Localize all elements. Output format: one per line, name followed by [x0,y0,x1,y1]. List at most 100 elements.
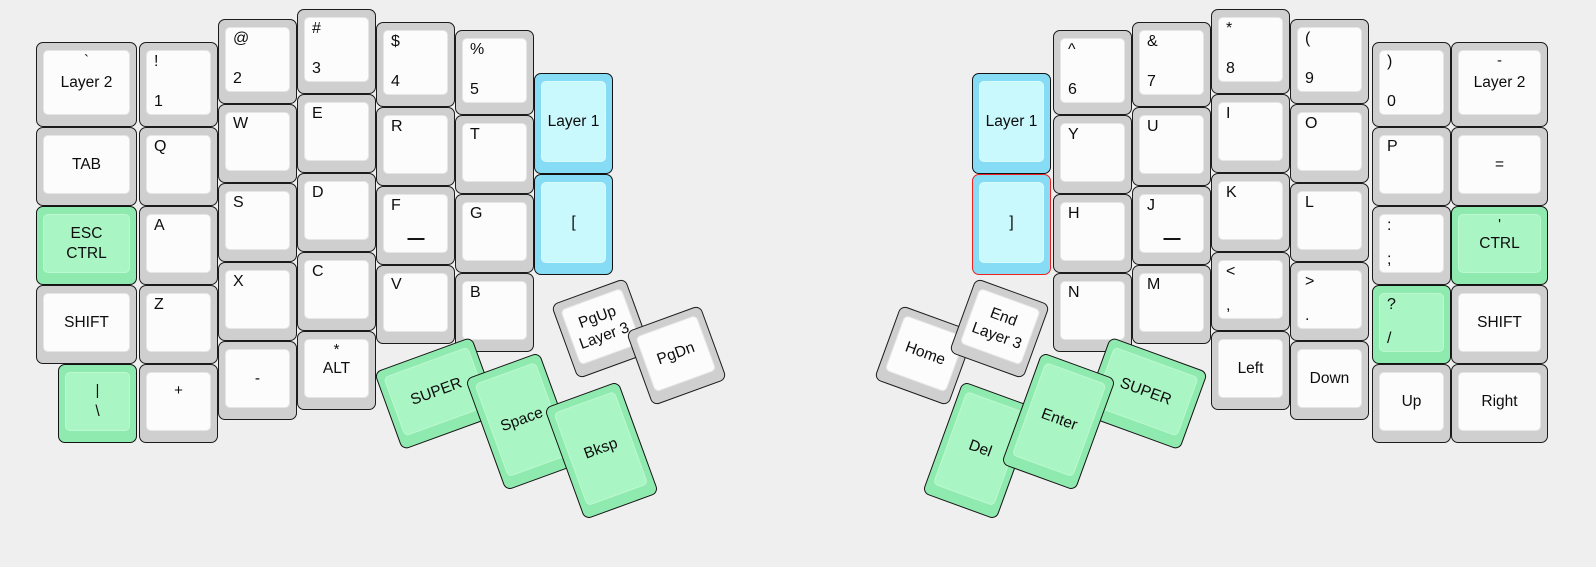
keycap-surface: Down [1297,349,1362,408]
key-r-r3-c4[interactable]: >. [1290,262,1369,341]
key-legend: Down [1309,369,1350,387]
key-legend: [ [571,213,576,231]
key-base-legend: . [1305,307,1310,324]
key-r-r4-c3[interactable]: Left [1211,331,1290,410]
key-r-r1-c1[interactable]: Y [1053,115,1132,194]
key-l-r2-c2[interactable]: S [218,183,297,262]
key-base-legend: 8 [1226,60,1235,77]
key-r-r0-c2[interactable]: &7 [1132,22,1211,107]
keycap-surface: W [225,112,290,171]
keycap-surface: I [1218,102,1283,161]
key-legend: Left [1237,359,1264,377]
key-legend: = [1494,155,1505,173]
key-r-r3-c3[interactable]: <, [1211,252,1290,331]
key-l-r2-c1[interactable]: A [139,206,218,285]
key-r-r4-c5[interactable]: Up [1372,364,1451,443]
keycap-surface: <, [1218,260,1283,319]
key-r-r0-c4[interactable]: (9 [1290,19,1369,104]
key-r-r4-c4[interactable]: Down [1290,341,1369,420]
key-r-r0-c0[interactable]: Layer 1 [972,73,1051,174]
key-shift-legend: % [470,41,485,58]
key-l-r3-c4[interactable]: V [376,265,455,344]
key-r-r0-c1[interactable]: ^6 [1053,30,1132,115]
key-r-r3-c2[interactable]: M [1132,265,1211,344]
key-l-r4-c2[interactable]: - [218,341,297,420]
key-r-r2-c4[interactable]: L [1290,183,1369,262]
keycap-surface: #3 [304,17,369,82]
key-l-r3-c0[interactable]: SHIFT [36,285,137,364]
key-r-r3-c1[interactable]: N [1053,273,1132,352]
key-r-r0-c5[interactable]: )0 [1372,42,1451,127]
key-base-legend: 1 [154,93,163,110]
keycap-surface: :; [1379,214,1444,273]
key-r-r1-c6[interactable]: = [1451,127,1548,206]
key-l-r4-c3[interactable]: *ALT [297,331,376,410]
key-l-r0-c5[interactable]: %5 [455,30,534,115]
key-legend: Del [966,436,995,461]
key-r-r2-c1[interactable]: H [1053,194,1132,273]
key-base-legend: 7 [1147,73,1156,90]
homing-bar-icon [1163,238,1180,240]
key-r-r1-c3[interactable]: I [1211,94,1290,173]
key-l-r1-c0[interactable]: TAB [36,127,137,206]
keycap-surface: Y [1060,123,1125,182]
key-legend: Up [1401,392,1422,410]
key-r-r2-c2[interactable]: J [1132,186,1211,265]
key-l-r2-c5[interactable]: G [455,194,534,273]
key-l-r0-c6[interactable]: Layer 1 [534,73,613,174]
key-l-r4-c1[interactable]: + [139,364,218,443]
keycap-surface: A [146,214,211,273]
key-l-r3-c5[interactable]: B [455,273,534,352]
key-l-r2-c3[interactable]: D [297,173,376,252]
key-r-r0-c3[interactable]: *8 [1211,9,1290,94]
key-l-r0-c4[interactable]: $4 [376,22,455,107]
key-l-r1-c5[interactable]: T [455,115,534,194]
key-l-r1-c2[interactable]: W [218,104,297,183]
key-r-r2-c5[interactable]: :; [1372,206,1451,285]
key-base-legend: T [470,126,480,143]
key-l-r3-c3[interactable]: C [297,252,376,331]
key-l-r3-c2[interactable]: X [218,262,297,341]
key-r-r1-c5[interactable]: P [1372,127,1451,206]
key-r-r4-c6[interactable]: Right [1451,364,1548,443]
key-legend-line: ESC [70,225,103,243]
key-l-r0-c1[interactable]: !1 [139,42,218,127]
key-r-r0-c6[interactable]: -Layer 2 [1451,42,1548,127]
key-l-r3-c1[interactable]: Z [139,285,218,364]
key-base-legend: G [470,205,483,222]
key-r-r1-c2[interactable]: U [1132,107,1211,186]
key-shift-legend: ! [154,53,159,70]
keycap-surface: ?/ [1379,293,1444,352]
key-r-r3-c6[interactable]: SHIFT [1451,285,1548,364]
key-r-r2-c3[interactable]: K [1211,173,1290,252]
key-r-r1-c0[interactable]: ] [972,174,1051,275]
key-l-r2-c4[interactable]: F [376,186,455,265]
key-shift-legend: ) [1387,53,1393,70]
key-r-r1-c4[interactable]: O [1290,104,1369,183]
key-r-r3-c5[interactable]: ?/ [1372,285,1451,364]
keycap-surface: C [304,260,369,319]
keycap-surface: Layer 1 [979,81,1044,162]
key-l-r0-c3[interactable]: #3 [297,9,376,94]
keycap-surface: J [1139,194,1204,253]
key-l-r1-c1[interactable]: Q [139,127,218,206]
key-l-r0-c0[interactable]: `Layer 2 [36,42,137,127]
key-legend: Right [1481,392,1518,410]
key-r-r2-c6[interactable]: 'CTRL [1451,206,1548,285]
key-l-r0-c2[interactable]: @2 [218,19,297,104]
key-l-r1-c4[interactable]: R [376,107,455,186]
key-l-r1-c3[interactable]: E [297,94,376,173]
key-base-legend: B [470,284,481,301]
key-l-r1-c6[interactable]: [ [534,174,613,275]
key-base-legend: 5 [470,81,479,98]
keycap-surface: L [1297,191,1362,250]
keycap-surface: X [225,270,290,329]
keycap-surface: U [1139,115,1204,174]
key-l-r4-c0[interactable]: |\ [58,364,137,443]
